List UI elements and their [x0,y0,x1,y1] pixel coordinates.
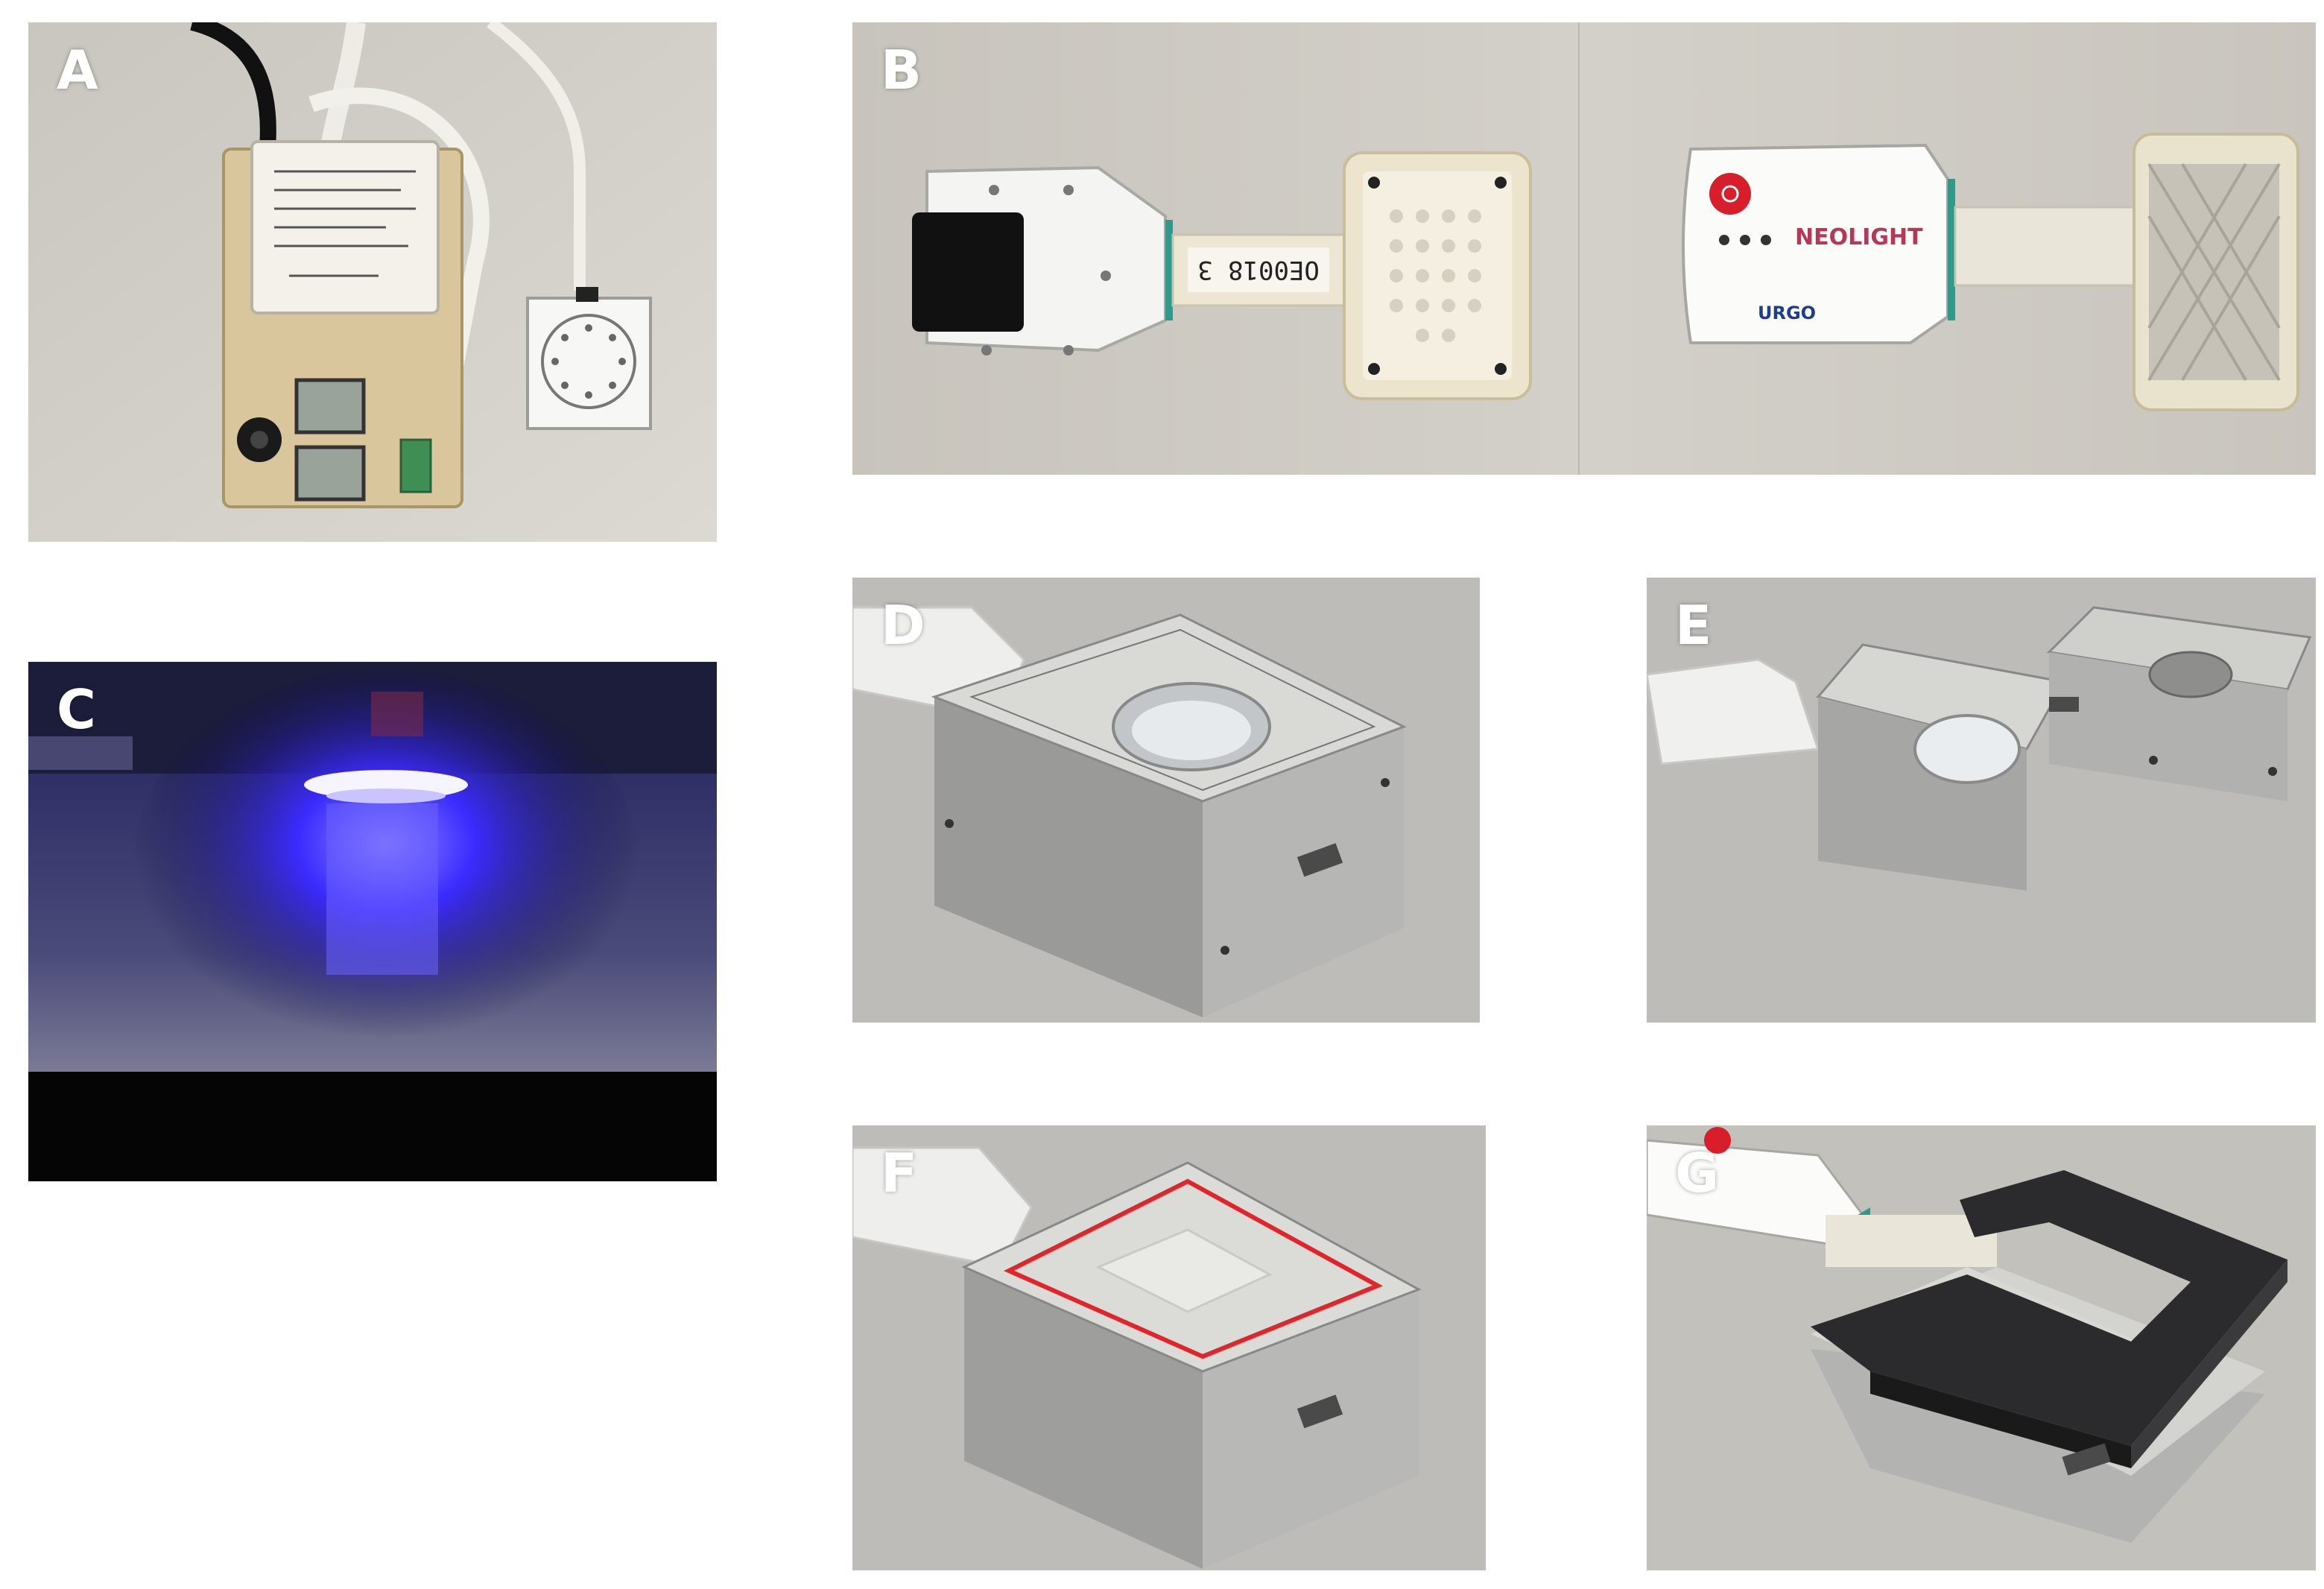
lid-recess [2148,651,2233,698]
panel-b: OE0018 3 NEOLIGHT URGO B [852,22,2316,475]
block-front-face-f [964,1267,1203,1569]
block-front-face [934,697,1203,1017]
panel-f-photo [852,1125,1486,1570]
removable-cup [1913,714,2021,784]
red-outline [1003,1178,1383,1359]
serial-tag: OE0018 3 [1197,255,1320,285]
panel-e-label: E [1675,594,1712,657]
neolight-logo: NEOLIGHT [1795,224,1923,250]
block-right-face-f [1203,1289,1419,1569]
panel-a-photo [28,22,717,542]
panel-g-label: G [1675,1142,1720,1204]
black-frame [1811,1170,2287,1446]
urgo-brand: URGO [1758,303,1816,323]
panel-b-photo: OE0018 3 NEOLIGHT URGO [852,22,2316,475]
panel-e: E [1647,578,2316,1023]
panel-c: C [28,662,717,1181]
panel-a: A [28,22,717,542]
panel-c-label: C [57,678,96,741]
display-lower [294,445,366,502]
panel-g: G [1647,1125,2316,1570]
panel-a-label: A [57,39,98,101]
power-button-g [1704,1127,1731,1154]
panel-f: F [852,1125,1486,1570]
panel-d-label: D [881,594,925,657]
panel-g-photo [1647,1125,2316,1570]
panel-d: D [852,578,1480,1023]
panel-d-photo [852,578,1480,1023]
panel-b-label: B [881,39,922,101]
panel-c-photo [28,662,717,1181]
power-button [1709,173,1751,215]
display-upper [294,378,366,435]
panel-f-label: F [881,1142,918,1204]
panel-e-photo [1647,578,2316,1023]
device-clip [912,212,1024,332]
